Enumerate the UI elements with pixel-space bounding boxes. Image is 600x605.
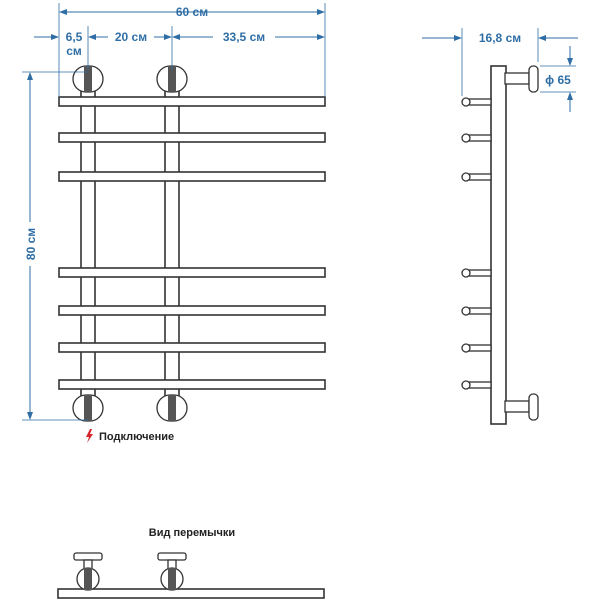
connection-label: Подключение	[99, 431, 174, 443]
rung	[58, 132, 326, 143]
diameter-label: ϕ 65	[545, 73, 571, 87]
jumper-view: Вид перемычки	[57, 527, 325, 599]
rung	[58, 267, 326, 278]
side-top-bracket	[504, 65, 539, 93]
total-width-label: 60 см	[176, 5, 208, 19]
jumper-bar	[57, 588, 325, 599]
jumper-view-label: Вид перемычки	[149, 527, 235, 539]
right-part-label: 33,5 см	[223, 30, 265, 44]
pipe-spacing-label: 20 см	[115, 30, 147, 44]
rung	[58, 379, 326, 390]
rung	[58, 96, 326, 107]
rung	[58, 171, 326, 182]
dimension-segments: 6,5 см 20 см 33,5 см	[34, 26, 325, 70]
offset-left-value: 6,5	[66, 30, 83, 44]
dimension-diameter: ϕ 65	[540, 46, 576, 112]
left-vertical-pipe	[80, 75, 96, 415]
rung	[58, 342, 326, 353]
side-rung-ends	[461, 97, 492, 390]
dimension-total-width: 60 см	[58, 3, 326, 97]
top-right-mount	[156, 65, 188, 93]
jumper-left-connector	[73, 552, 103, 591]
side-vertical-pipe	[490, 65, 507, 425]
height-label: 80 см	[24, 228, 38, 260]
side-bottom-bracket	[504, 393, 539, 421]
front-view	[58, 65, 326, 422]
rung	[58, 305, 326, 316]
jumper-right-connector	[157, 552, 187, 591]
lightning-bolt-icon	[86, 429, 93, 443]
offset-left-unit: см	[66, 44, 82, 58]
right-vertical-pipe	[164, 75, 180, 415]
rungs	[58, 96, 326, 390]
dimension-height: 80 см	[22, 71, 88, 421]
side-view	[461, 65, 539, 425]
bottom-right-mount	[156, 394, 188, 422]
connection-note: Подключение	[86, 429, 174, 443]
bottom-left-mount	[72, 394, 104, 422]
depth-label: 16,8 см	[479, 31, 521, 45]
dimension-depth: 16,8 см	[422, 28, 578, 96]
